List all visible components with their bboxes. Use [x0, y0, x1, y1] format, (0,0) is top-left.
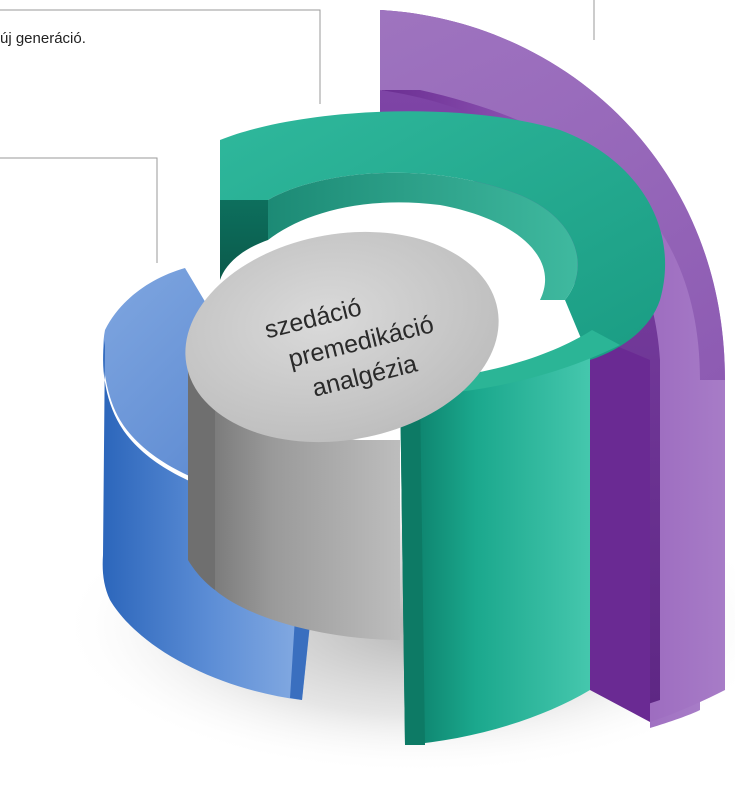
leader-line-middle	[0, 157, 158, 263]
leader-line-top	[0, 9, 321, 104]
teal-ring	[220, 111, 666, 745]
core-disc	[185, 231, 499, 640]
callout-text: új generáció.	[0, 30, 86, 47]
core-top	[185, 231, 499, 443]
